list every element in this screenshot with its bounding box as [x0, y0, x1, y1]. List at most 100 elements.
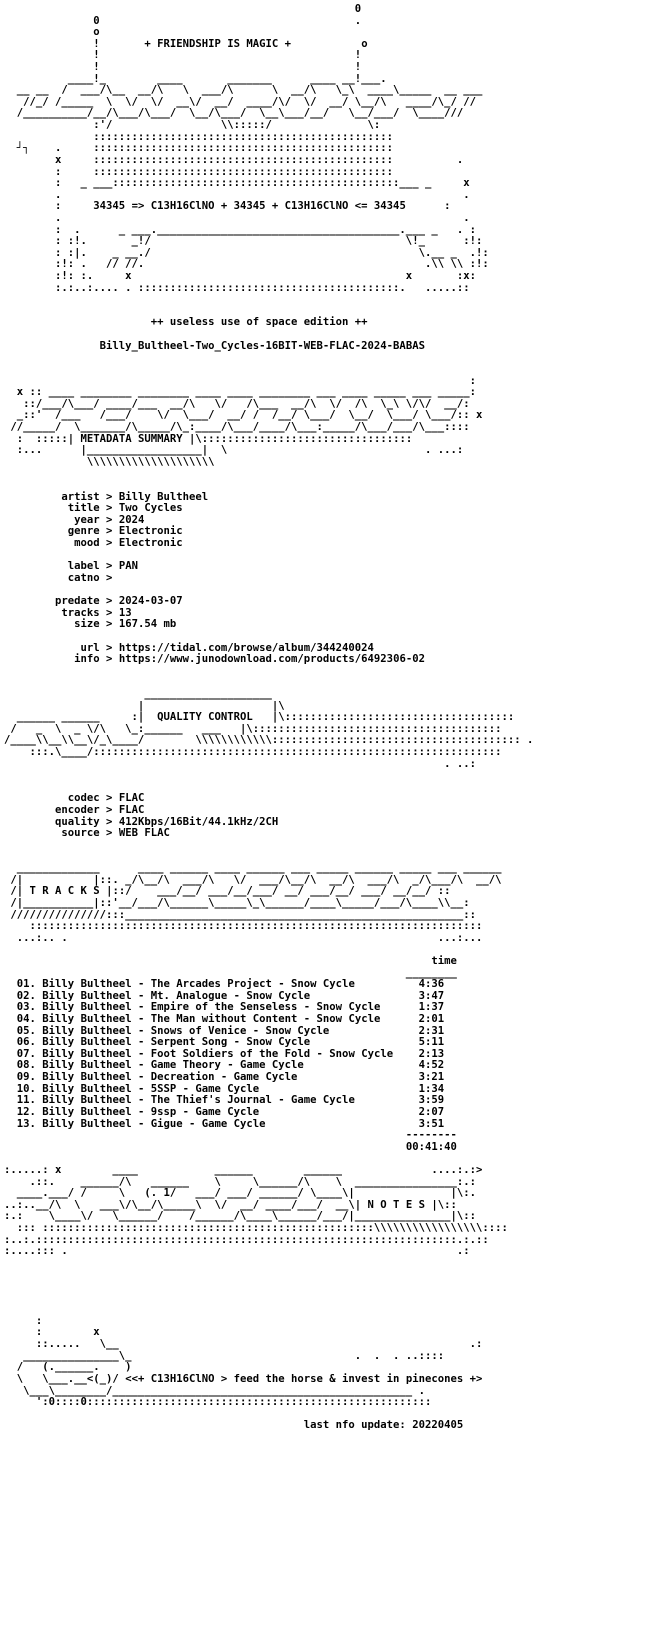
ascii-art-line: ::::::::::::::::::::::::::::::::::::::::… — [4, 920, 483, 933]
track-time: 3:51 — [418, 1117, 445, 1130]
ascii-art-line: -------- — [4, 1129, 457, 1142]
notes-banner-line: ..:..__/\ \ ___\/\__/\_____\ \/ __/ ____… — [4, 1198, 457, 1211]
metadata-value: https://www.junodownload.com/products/64… — [118, 653, 425, 666]
track-title: Billy Bultheel - Empire of the Senseless… — [42, 1001, 381, 1014]
blank-line — [4, 1293, 644, 1305]
metadata-value: Electronic — [118, 537, 183, 550]
ascii-art-line: : — [4, 374, 476, 387]
track-time: 2:13 — [418, 1047, 445, 1060]
metadata-value: https://tidal.com/browse/album/344240024 — [118, 641, 374, 654]
quality-row: source > WEB FLAC — [4, 827, 170, 840]
track-title: Billy Bultheel - 9ssp - Game Cycle — [42, 1105, 260, 1118]
ascii-art-line: . ..: — [4, 757, 476, 770]
tracks-section-title: T R A C K S — [29, 885, 100, 898]
formula-line: : 34345 => C13H16ClNO + 34345 + C13H16Cl… — [4, 200, 451, 213]
quality-row: codec > FLAC — [4, 792, 145, 805]
blank-line — [4, 294, 644, 306]
metadata-row: title > Two Cycles — [4, 502, 183, 515]
blank-line — [4, 352, 644, 364]
ascii-art-line: _______________\_ . . . ..:::: — [4, 1349, 445, 1362]
ascii-art-line: : — [4, 1314, 43, 1327]
track-number: 13. — [16, 1117, 36, 1130]
ascii-art-line: ________ — [4, 966, 457, 979]
header-title-line: ! + FRIENDSHIP IS MAGIC + o — [4, 37, 368, 50]
ascii-art-line: : ::::::::::::::::::::::::::::::::::::::… — [4, 165, 394, 178]
ascii-art-line: 0 — [4, 3, 362, 15]
track-row: 03. Billy Bultheel - Empire of the Sense… — [4, 1002, 644, 1014]
blank-line — [4, 1281, 644, 1293]
ascii-art-line: / (.______. ) — [4, 1361, 132, 1374]
track-number: 02. — [16, 989, 36, 1002]
metadata-value: Electronic — [118, 525, 183, 538]
metadata-value: 13 — [118, 606, 132, 619]
blank-line — [4, 840, 644, 852]
quality-section-title: QUALITY CONTROL — [157, 711, 253, 724]
track-row: 04. Billy Bultheel - The Man without Con… — [4, 1013, 644, 1026]
update-text: last nfo update: 20220405 — [303, 1419, 464, 1432]
track-row: 06. Billy Bultheel - Serpent Song - Snow… — [4, 1036, 644, 1049]
notes-section-title: N O T E S — [367, 1198, 425, 1211]
ascii-art-line: / _ \ _ \/\ \_:______ ___ |\::::::::::::… — [4, 722, 502, 735]
edition-text: ++ useless use of space edition ++ — [150, 316, 368, 329]
header-title: + FRIENDSHIP IS MAGIC + — [144, 37, 292, 50]
quality-row: encoder > FLAC — [4, 804, 145, 817]
time-header: time — [431, 954, 457, 967]
ascii-art-line: /| |::. _/\__/\ ___/\ \/ ___/\__/\ __/\ … — [4, 873, 502, 886]
ascii-art-line: /____\\__\\__\/_\____/ \\\\\\\\\\\\:::::… — [4, 734, 534, 747]
track-time: 3:21 — [418, 1071, 445, 1084]
formula-text: 34345 => C13H16ClNO + 34345 + C13H16ClNO… — [93, 200, 406, 213]
ascii-art-line: ::/___/\___/ ____/___ __/\ \/ /\___ __/\… — [4, 397, 470, 410]
ascii-art-line: \\\\\\\\\\\\\\\\\\\\ — [4, 455, 215, 468]
ascii-art-line: :::.\____/::::::::::::::::::::::::::::::… — [4, 746, 502, 758]
track-title: Billy Bultheel - Mt. Analogue - Snow Cyc… — [42, 989, 311, 1002]
total-time: 00:41:40 — [405, 1140, 457, 1153]
ascii-art-line: ! ! — [4, 61, 362, 74]
ascii-art-line: . . — [4, 188, 470, 201]
track-time: 3:59 — [418, 1094, 445, 1107]
quality-row: quality > 412Kbps/16Bit/44.1kHz/2CH — [4, 815, 279, 828]
metadata-row: catno > — [4, 571, 119, 584]
track-title: Billy Bultheel - Foot Soldiers of the Fo… — [42, 1047, 394, 1060]
metadata-row: info > https://www.junodownload.com/prod… — [4, 653, 425, 666]
ascii-art-line: _::' /___ /___/ \/ \___/ __/ / /__/ \___… — [4, 409, 483, 422]
track-number: 11. — [16, 1094, 36, 1107]
track-number: 10. — [16, 1082, 36, 1095]
ascii-art-line: o — [4, 26, 138, 39]
total-time-line: 00:41:40 — [4, 1140, 644, 1154]
track-title: Billy Bultheel - Gigue - Game Cycle — [42, 1117, 266, 1130]
ascii-art-line: ! ! — [4, 49, 362, 62]
blank-line — [4, 770, 644, 782]
ascii-art-line: ':0::::0::::::::::::::::::::::::::::::::… — [4, 1396, 432, 1409]
blank-line — [4, 1258, 644, 1270]
blank-line — [4, 1304, 644, 1316]
metadata-row: label > PAN — [4, 560, 138, 573]
track-row: 13. Billy Bultheel - Gigue - Game Cycle … — [4, 1117, 644, 1131]
quality-value: 412Kbps/16Bit/44.1kHz/2CH — [118, 815, 279, 828]
ascii-art-line: /|___________|::'__/___/\______\_____\_\… — [4, 896, 470, 909]
ascii-art-line: ::: ::::::::::::::::::::::::::::::::::::… — [4, 1221, 508, 1234]
ascii-art-line: x ::::::::::::::::::::::::::::::::::::::… — [4, 153, 464, 166]
quality-value: FLAC — [118, 804, 145, 817]
ascii-art-line: ____________________ — [4, 687, 272, 700]
track-row: 12. Billy Bultheel - 9ssp - Game Cycle 2… — [4, 1105, 644, 1119]
ascii-art-line: 0 . — [4, 14, 362, 27]
ascii-art-line: ┘┐ . :::::::::::::::::::::::::::::::::::… — [4, 142, 394, 155]
track-time: 2:31 — [418, 1024, 445, 1037]
track-row: 09. Billy Bultheel - Decreation - Game C… — [4, 1071, 644, 1084]
ascii-art-line: __ __ / ___/\__ __/\ \ ___/\ \ __/\ \_\ … — [4, 84, 483, 97]
track-number: 12. — [16, 1105, 36, 1118]
ascii-art-line: : x — [4, 1326, 100, 1339]
track-title: Billy Bultheel - Snows of Venice - Snow … — [42, 1024, 330, 1037]
nfo-document: 0 0 . o ! + FRIENDSHIP IS MAGIC + o ! ! — [4, 3, 644, 1432]
metadata-banner-line: : :::::| METADATA SUMMARY |\::::::::::::… — [4, 432, 413, 445]
ascii-art-line: :....::: . .: — [4, 1245, 470, 1258]
track-time: 1:37 — [418, 1001, 445, 1014]
ascii-art-line: _____________ ____ ______ ____ ______ __… — [4, 862, 502, 875]
track-time: 3:47 — [418, 989, 445, 1002]
track-row: 11. Billy Bultheel - The Thief's Journal… — [4, 1094, 644, 1107]
ascii-art-line: .::. ______/\ ______ \ \______/\ \ _____… — [4, 1175, 476, 1188]
track-row: 05. Billy Bultheel - Snows of Venice - S… — [4, 1024, 644, 1038]
metadata-value: 167.54 mb — [118, 618, 177, 631]
track-row: 01. Billy Bultheel - The Arcades Project… — [4, 978, 644, 991]
ascii-art-line: ____!_ ____ _______ ____ __!___. — [4, 72, 387, 85]
